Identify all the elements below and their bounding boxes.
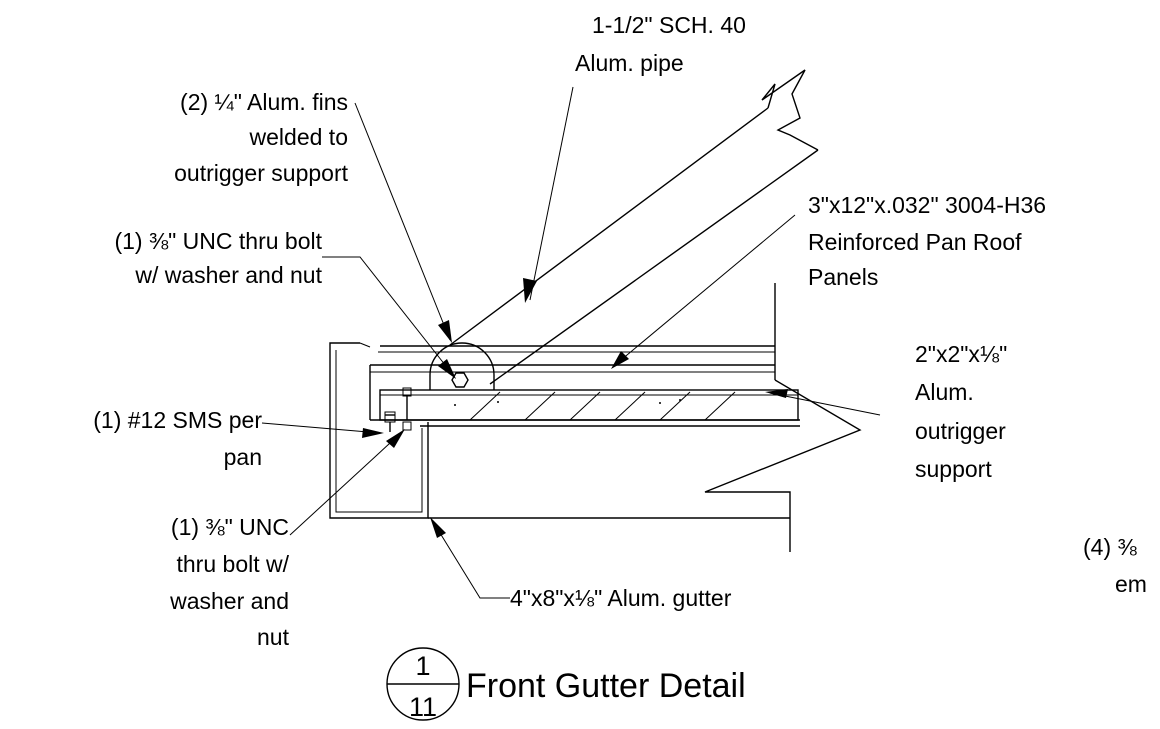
outrigger-label-line1: 2"x2"x⅛" [915,341,1007,367]
gutter-label: 4"x8"x⅛" Alum. gutter [510,585,732,611]
bolt-top-label-line2: w/ washer and nut [134,262,322,288]
alum-pipe [449,69,819,385]
bolt-bottom-label-line1: (1) ⅜" UNC [171,514,289,540]
bolt-bottom-label-line2: thru bolt w/ [177,551,290,577]
wall-section [704,283,862,552]
detail-title-block: 1 11 Front Gutter Detail [386,647,746,722]
fins-label-line3: outrigger support [174,160,348,186]
detail-title: Front Gutter Detail [466,667,746,705]
labels: 1-1/2" SCH. 40 Alum. pipe (2) ¼" Alum. f… [93,12,1147,650]
bolt-bottom-label-line3: washer and [169,588,289,614]
detail-number: 1 [415,651,430,681]
sheet-number: 11 [409,692,437,722]
alum-fins [429,342,495,390]
panel-label-line1: 3"x12"x.032" 3004-H36 [808,192,1046,218]
sms-label-line2: pan [224,444,262,470]
cut-off-label-line1: (4) ⅜ [1083,534,1138,560]
bolt-bottom-label-line4: nut [257,624,290,650]
outrigger-label-line2: Alum. [915,379,974,405]
cut-off-label-line2: em [1115,571,1147,597]
leaders [261,86,881,599]
pipe-label-line2: Alum. pipe [575,50,684,76]
fins-label-line2: welded to [249,124,348,150]
pipe-label-line1: 1-1/2" SCH. 40 [592,12,746,38]
alum-gutter [329,342,790,519]
outrigger-support [379,389,799,421]
panel-label-line2: Reinforced Pan Roof [808,229,1022,255]
fins-label-line1: (2) ¼" Alum. fins [180,89,348,115]
sms-label-line1: (1) #12 SMS per [93,407,262,433]
bolt-top-label-line1: (1) ⅜" UNC thru bolt [114,228,322,254]
outrigger-label-line3: outrigger [915,418,1006,444]
outrigger-label-line4: support [915,456,992,482]
gutter-fasteners [384,387,412,432]
panel-label-line3: Panels [808,264,878,290]
